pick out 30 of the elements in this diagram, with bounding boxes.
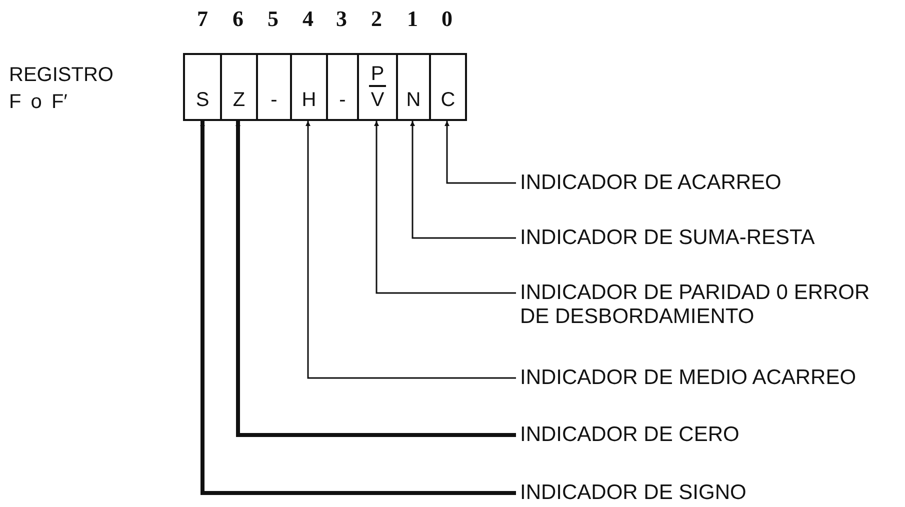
flag-description: INDICADOR DE SUMA-RESTA: [520, 226, 890, 250]
bit-number: 6: [232, 6, 244, 32]
bit-number: 7: [197, 6, 208, 32]
bit-number: 1: [407, 6, 418, 32]
bit-number: 4: [302, 6, 314, 32]
bit-number: 0: [442, 6, 452, 32]
flag-letter: Z: [232, 89, 246, 111]
leader-arrow: [444, 121, 516, 184]
register-box: [183, 53, 467, 121]
flag-description: INDICADOR DE MEDIO ACARREO: [520, 366, 890, 390]
leader-arrow: [200, 121, 516, 495]
flag-letter: S: [196, 89, 210, 111]
flag-description: INDICADOR DE CERO: [520, 423, 890, 447]
bit-number: 5: [268, 6, 278, 32]
bit-number: 2: [371, 6, 382, 32]
flag-letter: H: [302, 89, 316, 111]
flag-letter: V: [370, 89, 384, 111]
leader-arrow: [236, 121, 516, 437]
bit-number: 3: [336, 6, 347, 32]
leader-arrow: [374, 121, 516, 294]
flag-description: INDICADOR DE PARIDAD 0 ERROR DE DESBORDAMIENTO: [520, 281, 890, 329]
flag-description: INDICADOR DE ACARREO: [520, 171, 890, 195]
flag-letter: C: [440, 89, 456, 111]
flag-description: INDICADOR DE SIGNO: [520, 481, 890, 505]
flag-letter: P: [368, 64, 386, 87]
flag-letter: -: [270, 89, 278, 111]
flag-letter: -: [339, 89, 346, 111]
leader-arrow: [306, 121, 516, 379]
leader-arrow: [410, 121, 516, 239]
flag-letter: N: [406, 89, 421, 111]
